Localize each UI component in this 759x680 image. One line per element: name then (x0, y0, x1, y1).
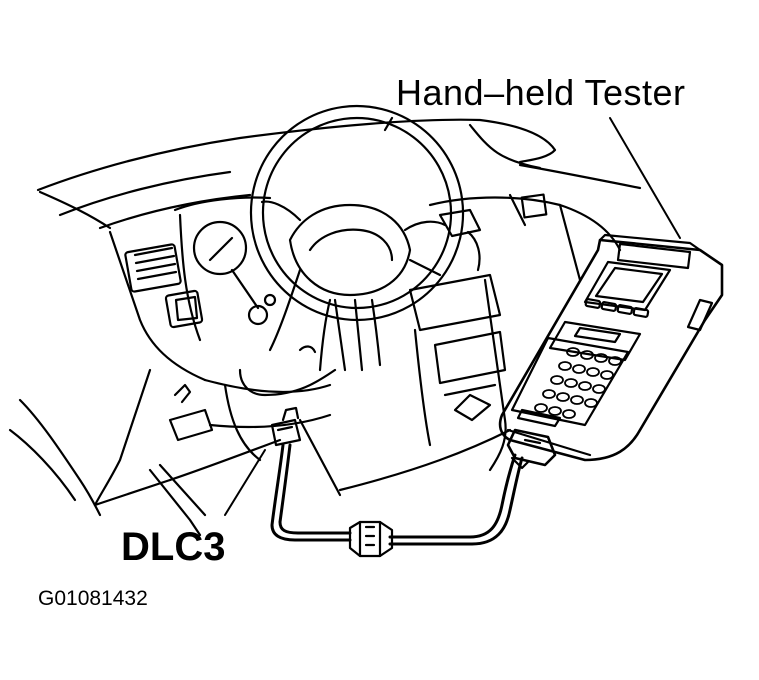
dlc3-label: DLC3 (121, 525, 226, 569)
figure-code: G01081432 (38, 587, 148, 610)
hand-held-tester (498, 233, 724, 470)
dashboard-top (36, 116, 642, 230)
tester-label: Hand–held Tester (396, 72, 686, 113)
tester-cable (270, 443, 524, 546)
tester-leader-line (609, 117, 681, 239)
dashboard-body (98, 193, 622, 472)
dlc3-connector (224, 406, 302, 516)
lower-dash-panel (8, 345, 512, 537)
steering-wheel (249, 104, 465, 372)
cable-connector (348, 520, 394, 558)
